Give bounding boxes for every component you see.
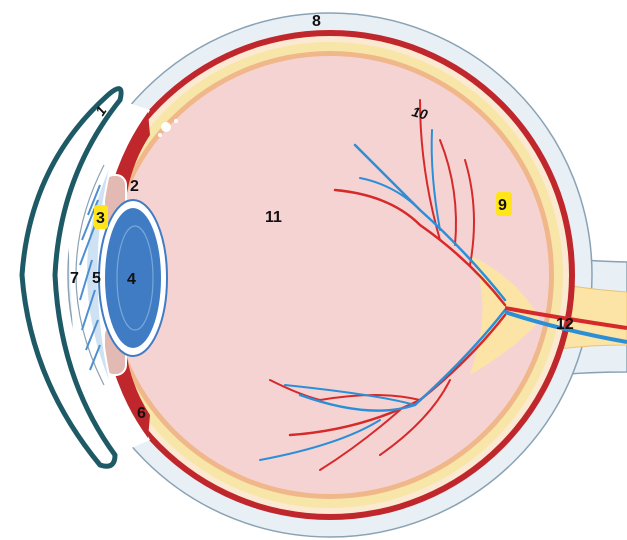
label-11: 11: [265, 209, 282, 226]
label-5: 5: [92, 270, 101, 287]
reflection-dot: [158, 133, 162, 137]
label-9: 9: [498, 197, 507, 214]
label-7: 7: [70, 270, 79, 287]
label-4: 4: [127, 271, 136, 288]
reflection-dot: [161, 122, 171, 132]
reflection-dot: [174, 119, 178, 123]
label-2: 2: [130, 178, 139, 195]
label-6: 6: [137, 405, 146, 422]
label-8: 8: [312, 13, 321, 30]
label-3: 3: [96, 210, 105, 227]
label-12: 12: [556, 316, 574, 333]
